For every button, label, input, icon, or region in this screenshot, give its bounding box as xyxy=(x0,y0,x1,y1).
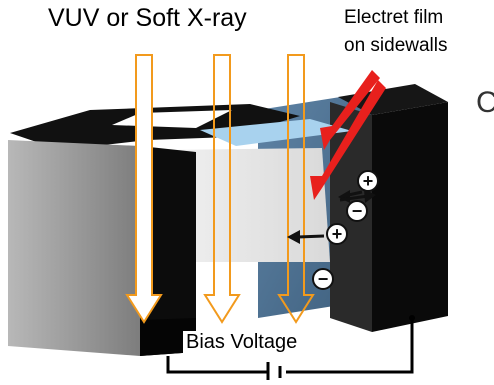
left-block-bottom xyxy=(140,318,196,356)
radiation-arrow xyxy=(277,54,315,324)
positive-charge-sign-2: + xyxy=(332,224,343,244)
negative-charge-sign-2: − xyxy=(318,269,329,289)
left-block-face xyxy=(8,140,140,356)
electret-film xyxy=(200,119,352,146)
radiation-label: VUV or Soft X-ray xyxy=(48,4,247,32)
positive-charge: + xyxy=(326,223,348,245)
electret-film-label-line1: Electret film xyxy=(344,7,444,28)
positive-charge-sign: + xyxy=(363,171,374,191)
radiation-arrow xyxy=(203,54,241,324)
field-arrow xyxy=(339,189,376,203)
film-pointer-arrow xyxy=(310,70,386,200)
circuit-node xyxy=(409,315,415,321)
right-pillar-front xyxy=(372,102,448,332)
electret-film-label: Electret film on sidewalls xyxy=(344,4,448,60)
partial-text: C xyxy=(476,86,494,119)
negative-charge-sign: − xyxy=(352,201,363,221)
negative-charge: − xyxy=(346,200,368,222)
field-arrow xyxy=(287,230,325,244)
top-frame xyxy=(10,104,300,150)
electret-film-label-line2: on sidewalls xyxy=(344,35,448,56)
bias-circuit xyxy=(166,318,414,380)
radiation-arrow xyxy=(125,54,163,324)
negative-charge: − xyxy=(312,268,334,290)
bias-voltage-label: Bias Voltage xyxy=(183,331,301,354)
positive-charge: + xyxy=(357,170,379,192)
